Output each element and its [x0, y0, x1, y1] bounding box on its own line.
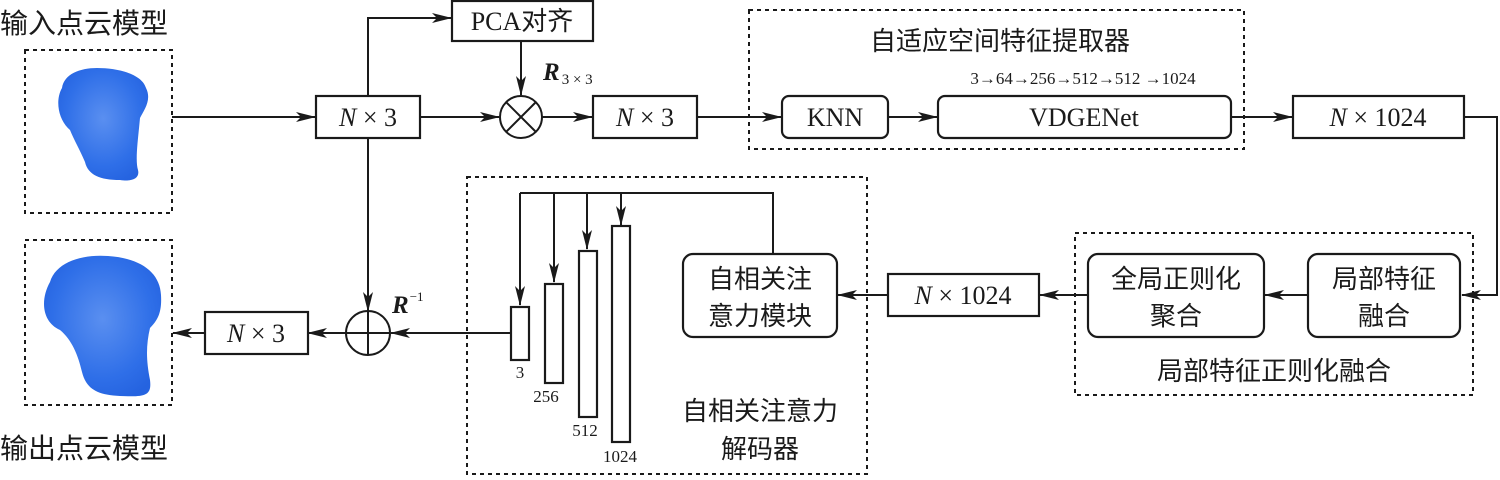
n3-output-text: N × 3 [226, 319, 285, 348]
decoder-layer-3 [509, 305, 531, 362]
n3-box-input [314, 94, 422, 140]
n1024-box-top [1291, 94, 1466, 140]
output-model-frame [24, 239, 173, 406]
pca-text: PCA对齐 [471, 7, 574, 36]
n3-box-aligned [591, 94, 699, 140]
vdgenet-text: VDGENet [1029, 103, 1140, 132]
local-fusion-line2: 融合 [1358, 302, 1410, 332]
n3-aligned-text: N × 3 [615, 103, 674, 132]
decoder-layer-1024 [610, 224, 632, 444]
arrow-to-pca [367, 13, 452, 96]
layer-label-3: 3 [516, 363, 525, 382]
input-point-cloud [58, 68, 149, 181]
vdgenet-dims: 3→64→256→512→512 →1024 [970, 69, 1196, 88]
layer-label-1024: 1024 [603, 447, 638, 466]
decoder-title-line1: 自相关注意力 [682, 397, 838, 427]
n1024-bottom-text: N × 1024 [913, 281, 1011, 310]
multiply-operator-icon [499, 95, 543, 139]
attention-feed-line [520, 192, 774, 254]
global-aggregation-line1: 全局正则化 [1111, 265, 1241, 295]
n3-box-output [203, 310, 310, 356]
input-model-frame [24, 49, 173, 214]
n1024-top-text: N × 1024 [1328, 103, 1426, 132]
local-fusion-line1: 局部特征 [1332, 265, 1436, 295]
n1024-box-bottom [886, 272, 1041, 318]
decoder-layer-512 [577, 249, 599, 419]
output-label: 输出点云模型 [0, 432, 168, 465]
n3-input-text: N × 3 [338, 103, 397, 132]
arrow-to-local-fusion [1461, 116, 1498, 300]
layer-label-256: 256 [533, 387, 559, 406]
pca-box [450, 0, 595, 43]
fusion-title: 局部特征正则化融合 [1157, 357, 1391, 387]
global-aggregation-line2: 聚合 [1150, 302, 1202, 332]
attention-module-line2: 意力模块 [708, 302, 812, 332]
add-operator-icon [345, 310, 391, 356]
knn-text: KNN [807, 103, 864, 132]
decoder-layer-256 [543, 282, 565, 385]
inverse-rotation-label: R−1 [391, 289, 424, 319]
extractor-group [748, 9, 1245, 150]
attention-module-line1: 自相关注 [708, 265, 812, 295]
extractor-title: 自适应空间特征提取器 [870, 27, 1130, 57]
decoder-title-line2: 解码器 [721, 435, 799, 465]
layer-label-512: 512 [572, 421, 598, 440]
input-label: 输入点云模型 [0, 7, 168, 40]
output-point-cloud [44, 255, 162, 397]
decoder-group [466, 176, 868, 475]
attention-module-box [681, 252, 839, 339]
